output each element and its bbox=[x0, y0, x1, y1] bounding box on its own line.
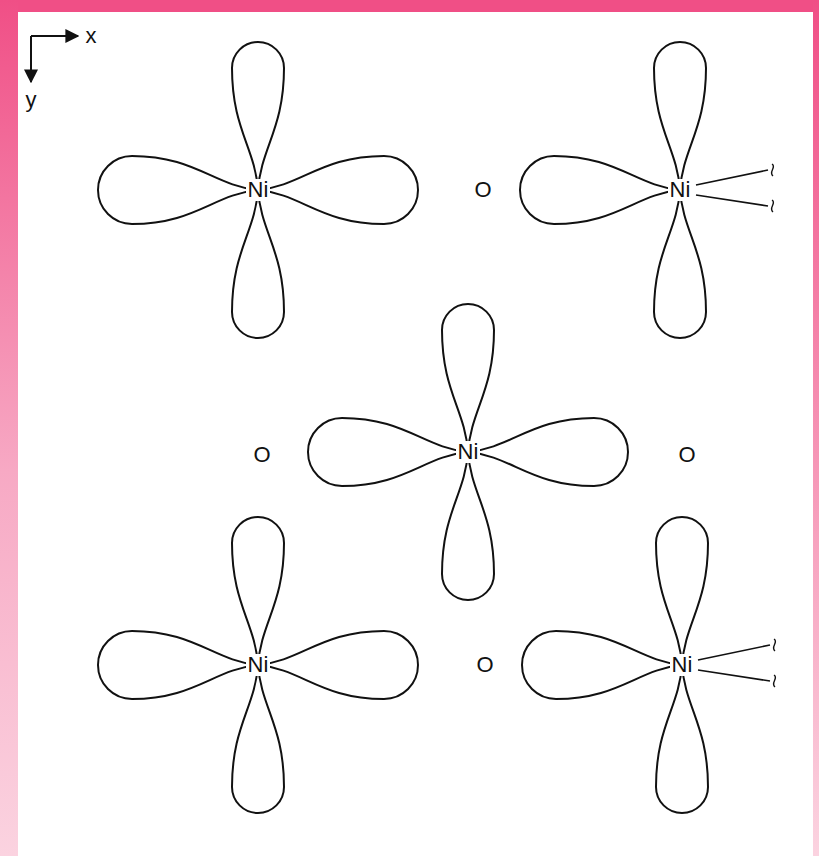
orbital-lobe bbox=[442, 452, 494, 600]
nickel-orbital: Ni bbox=[522, 517, 792, 813]
frame-bar bbox=[0, 0, 819, 12]
break-mark bbox=[773, 639, 775, 651]
orbital-lobe bbox=[98, 631, 258, 699]
frame-bar bbox=[0, 0, 18, 856]
label-holder: O bbox=[251, 444, 272, 466]
atom-label: Ni bbox=[668, 179, 693, 201]
atom-label: O bbox=[251, 442, 272, 467]
nickel-orbital: Ni bbox=[520, 42, 790, 338]
orbital-lobe bbox=[656, 665, 708, 813]
frame-bar bbox=[813, 0, 819, 856]
orbital-lobe bbox=[98, 156, 258, 224]
label-holder: O bbox=[472, 179, 493, 201]
atom-label: Ni bbox=[246, 179, 271, 201]
nickel-orbital: Ni bbox=[308, 304, 628, 600]
orbital-lobe bbox=[468, 418, 628, 486]
orbital-lobe bbox=[522, 631, 682, 699]
orbital-lobe bbox=[656, 517, 708, 665]
atom-label: O bbox=[472, 177, 493, 202]
d-orbital-lobes bbox=[520, 42, 790, 338]
break-mark bbox=[771, 164, 773, 176]
label-holder: O bbox=[676, 444, 697, 466]
orbital-lobe bbox=[308, 418, 468, 486]
nickel-orbital: Ni bbox=[98, 42, 418, 338]
break-mark bbox=[773, 675, 775, 687]
atom-label: Ni bbox=[670, 654, 695, 676]
bond-line bbox=[698, 670, 770, 681]
atom-label: O bbox=[676, 442, 697, 467]
orbital-lobe bbox=[232, 190, 284, 338]
orbital-lobe bbox=[232, 665, 284, 813]
orbital-lobe bbox=[654, 190, 706, 338]
orbital-lobe bbox=[232, 42, 284, 190]
label-holder: y bbox=[24, 89, 39, 111]
orbital-lobe bbox=[654, 42, 706, 190]
orbital-lobe bbox=[258, 156, 418, 224]
break-mark bbox=[771, 200, 773, 212]
orbital-lobe bbox=[520, 156, 680, 224]
atom-label: Ni bbox=[456, 441, 481, 463]
nickel-orbital: Ni bbox=[98, 517, 418, 813]
label-holder: O bbox=[474, 654, 495, 676]
bond-line bbox=[698, 645, 770, 660]
label-holder: x bbox=[84, 25, 99, 47]
bond-line bbox=[696, 170, 768, 185]
atom-label: Ni bbox=[246, 654, 271, 676]
x-axis-arrow bbox=[31, 35, 78, 37]
y-axis-arrow bbox=[30, 36, 32, 82]
bond-line bbox=[696, 195, 768, 206]
orbital-lobe bbox=[258, 631, 418, 699]
axis-label: x bbox=[84, 23, 99, 48]
atom-label: O bbox=[474, 652, 495, 677]
axis-label: y bbox=[24, 87, 39, 112]
d-orbital-lobes bbox=[522, 517, 792, 813]
orbital-lobe bbox=[232, 517, 284, 665]
orbital-lobe bbox=[442, 304, 494, 452]
